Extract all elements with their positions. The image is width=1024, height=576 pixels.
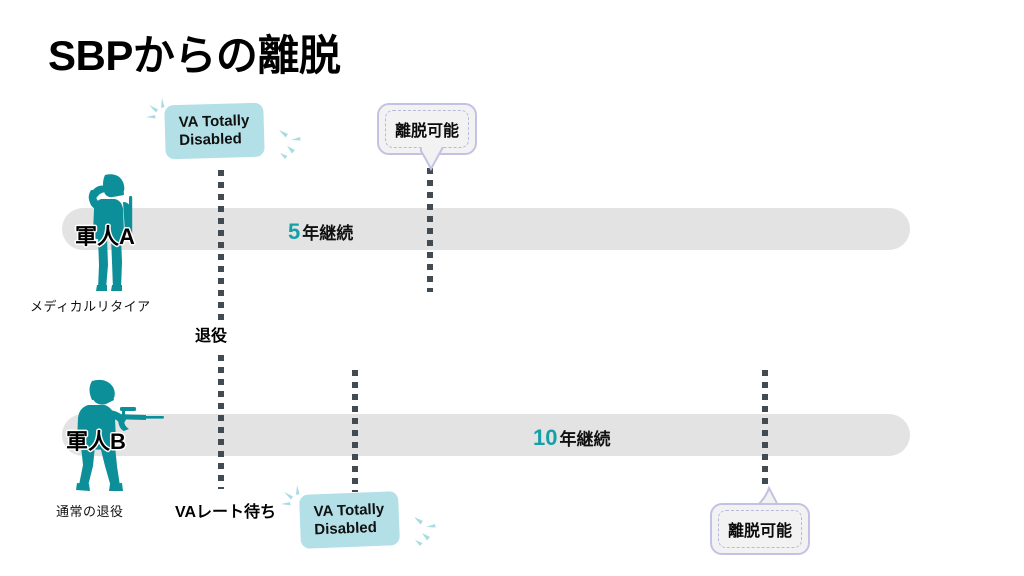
marker-line-b-va-wait [218,355,224,489]
page-title: SBPからの離脱 [48,32,341,79]
badge-a-va-totally-disabled[interactable]: VA Totally Disabled [164,102,265,160]
badge-b-va-totally-disabled[interactable]: VA Totally Disabled [298,491,400,550]
timeline-bar-b [62,414,910,456]
marker-line-b-va-disabled [352,370,358,492]
saluting-soldier-icon [72,172,148,292]
marker-line-a-exit [427,168,433,292]
timeline-bar-a [62,208,910,250]
bubble-b-label: 離脱可能 [728,523,793,540]
bubble-b-exit-possible[interactable]: 離脱可能 [710,503,811,555]
duration-suffix-a: 年継続 [302,224,354,243]
bubble-tail-b-icon [756,485,782,511]
bubble-a-label: 離脱可能 [395,123,460,140]
bubble-wrap-a: 離脱可能 [377,103,478,172]
badge-wrap-b: VA Totally Disabled [281,485,436,550]
marker-line-a-retirement [218,170,224,322]
badge-wrap-a: VA Totally Disabled [146,98,301,160]
figure-caption-a: メディカルリタイア [30,299,151,314]
figure-name-a: 軍人A [75,224,135,249]
duration-suffix-b: 年継続 [559,430,611,449]
figure-name-b: 軍人B [66,429,126,454]
marker-line-b-exit [762,370,768,490]
duration-number-a: 5 [288,219,301,244]
marker-caption-a-retirement: 退役 [195,328,228,345]
bubble-wrap-b: 離脱可能 [710,485,811,555]
marker-caption-b-va-wait: VAレート待ち [175,504,277,521]
bubble-tail-a-icon [419,147,445,172]
rifle-soldier-icon [66,378,166,492]
sparkle-icon-a-bottomright [275,126,311,162]
sparkle-icon-b-bottomright [410,513,446,549]
duration-number-b: 10 [533,425,558,450]
figure-caption-b: 通常の退役 [56,504,124,519]
